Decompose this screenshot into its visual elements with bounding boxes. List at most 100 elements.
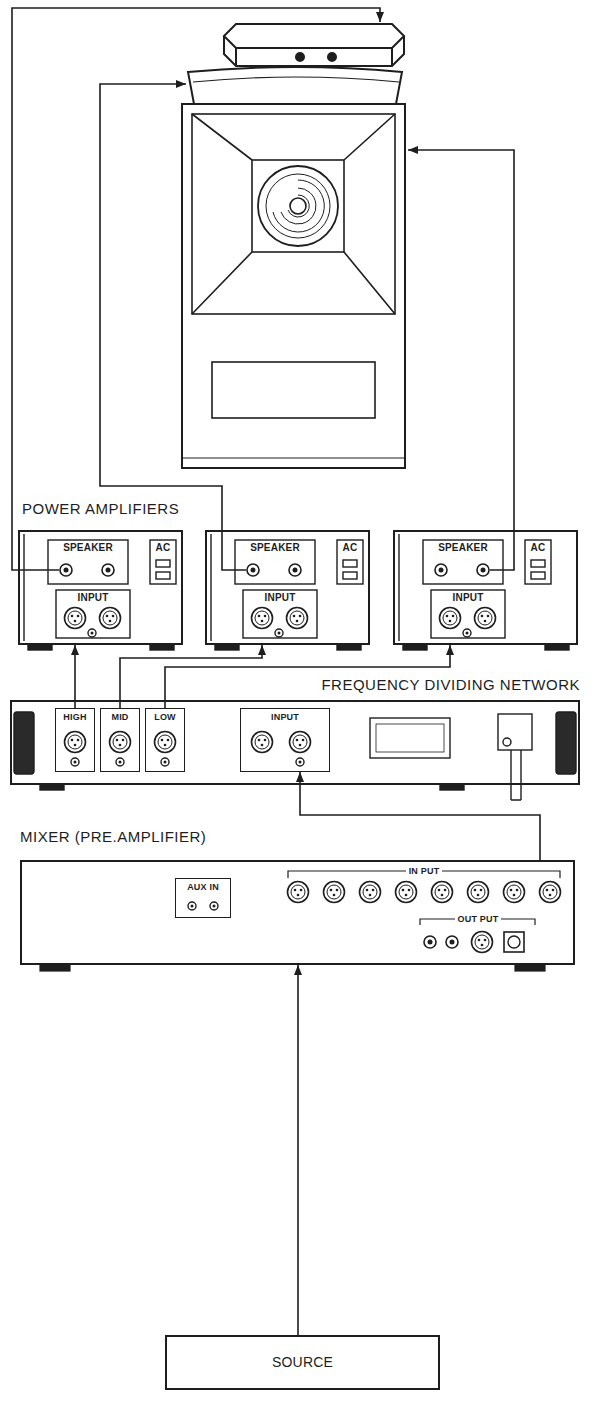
network-details [14, 712, 576, 800]
power-amplifier: SPEAKERACINPUT [18, 530, 183, 645]
source-box: SOURCE [165, 1335, 440, 1390]
speaker-jack [247, 564, 259, 576]
rack-handle [556, 712, 576, 774]
power-amplifier: SPEAKER AC INPUT [205, 530, 370, 645]
ac-slot [343, 572, 357, 579]
mid-horn-line [193, 77, 399, 82]
aux-input-panel: AUX IN [175, 878, 231, 918]
output-panel: MID [100, 708, 140, 772]
woofer-ring [266, 174, 330, 238]
signal-cable [74, 645, 76, 708]
mixer-foot [40, 965, 70, 971]
xlr-jack [290, 732, 311, 753]
section-title: MIXER (PRE.AMPLIFIER) [20, 828, 206, 846]
jack-label: INPUT [271, 712, 299, 723]
terminal-label: INPUT [453, 592, 484, 604]
phone-jack [188, 902, 196, 910]
amp-foot [28, 645, 52, 650]
signal-cable [300, 772, 540, 860]
power-cable [511, 750, 521, 800]
display-inner [376, 724, 444, 752]
amp-foot [150, 645, 174, 650]
tweeter-top [224, 24, 404, 48]
terminal-label: AC [531, 542, 546, 554]
speaker-jack [289, 564, 301, 576]
phone-jack [210, 902, 218, 910]
amp-side-line [210, 534, 211, 641]
ac-slot [156, 572, 170, 579]
speaker-terminal-panel [48, 540, 128, 584]
tweeter-dot [296, 53, 304, 61]
speaker-cabinet [182, 104, 405, 468]
rack-handle [14, 712, 34, 774]
ac-outlet-panel [337, 540, 363, 584]
signal-cable [297, 965, 299, 1335]
mixer: AUX INMIXER (PRE.AMPLIFIER)IN PUTOUT PUT [20, 860, 575, 965]
amp-side-line [23, 534, 24, 641]
output-jack [504, 932, 524, 952]
xlr-jack [252, 608, 273, 629]
output-panel: HIGH [55, 708, 95, 772]
power-inlet-screw [503, 738, 511, 746]
terminal-label: SPEAKER [63, 542, 113, 554]
amplifier-details [399, 534, 569, 650]
phone-jack [71, 758, 79, 766]
input-panel [431, 590, 505, 638]
speaker-wire [100, 84, 246, 570]
amp-foot [215, 645, 239, 650]
input-panel [56, 590, 130, 638]
cabinet-base [182, 457, 405, 458]
phone-jack [88, 629, 96, 637]
woofer-cap [290, 198, 306, 214]
ac-slot [156, 560, 170, 567]
speaker-jack [102, 564, 114, 576]
section-title: POWER AMPLIFIERS [22, 500, 179, 518]
power-amplifier: SPEAKERACINPUT [393, 530, 578, 645]
terminal-label: AC [343, 542, 358, 554]
horn-throat [252, 160, 344, 252]
jack-label: HIGH [63, 712, 86, 723]
power-inlet [498, 714, 532, 750]
speaker-illustration [182, 24, 405, 468]
terminal-label: INPUT [265, 592, 296, 604]
ac-slot [531, 572, 545, 579]
ac-outlet-panel [525, 540, 551, 584]
amp-foot [545, 645, 569, 650]
xlr-jack [324, 882, 345, 903]
xlr-jack [287, 608, 308, 629]
xlr-jack [468, 882, 489, 903]
display-window [370, 718, 450, 758]
xlr-jack [252, 732, 273, 753]
mixer-details [40, 871, 560, 971]
speaker-terminal-panel [235, 540, 315, 584]
jack-label: AUX IN [187, 882, 219, 893]
jack-label: MID [111, 712, 128, 723]
speaker-jack [435, 564, 447, 576]
frequency-dividing-network: HIGHMIDLOWINPUTFREQUENCY DIVIDING NETWOR… [10, 700, 580, 785]
xlr-jack [440, 608, 461, 629]
phone-jack [296, 758, 304, 766]
xlr-jack [65, 732, 86, 753]
amp-side-line [398, 534, 399, 641]
phone-jack [161, 758, 169, 766]
ac-slot [531, 560, 545, 567]
amp-foot [337, 645, 361, 650]
xlr-jack [360, 882, 381, 903]
source-label: SOURCE [272, 1354, 333, 1371]
tweeter-dot [328, 53, 336, 61]
woofer-cone [258, 166, 338, 246]
phone-jack [424, 936, 436, 948]
jack-label: LOW [154, 712, 176, 723]
horn-mouth [192, 114, 395, 314]
rack-foot [440, 785, 464, 790]
jack-group-label: OUT PUT [455, 914, 502, 925]
xlr-jack [100, 608, 121, 629]
xlr-jack [288, 882, 309, 903]
amplifier-details [24, 534, 176, 650]
ac-outlet-panel [150, 540, 176, 584]
phone-jack [275, 629, 283, 637]
terminal-label: SPEAKER [250, 542, 300, 554]
output-panel: LOW [145, 708, 185, 772]
